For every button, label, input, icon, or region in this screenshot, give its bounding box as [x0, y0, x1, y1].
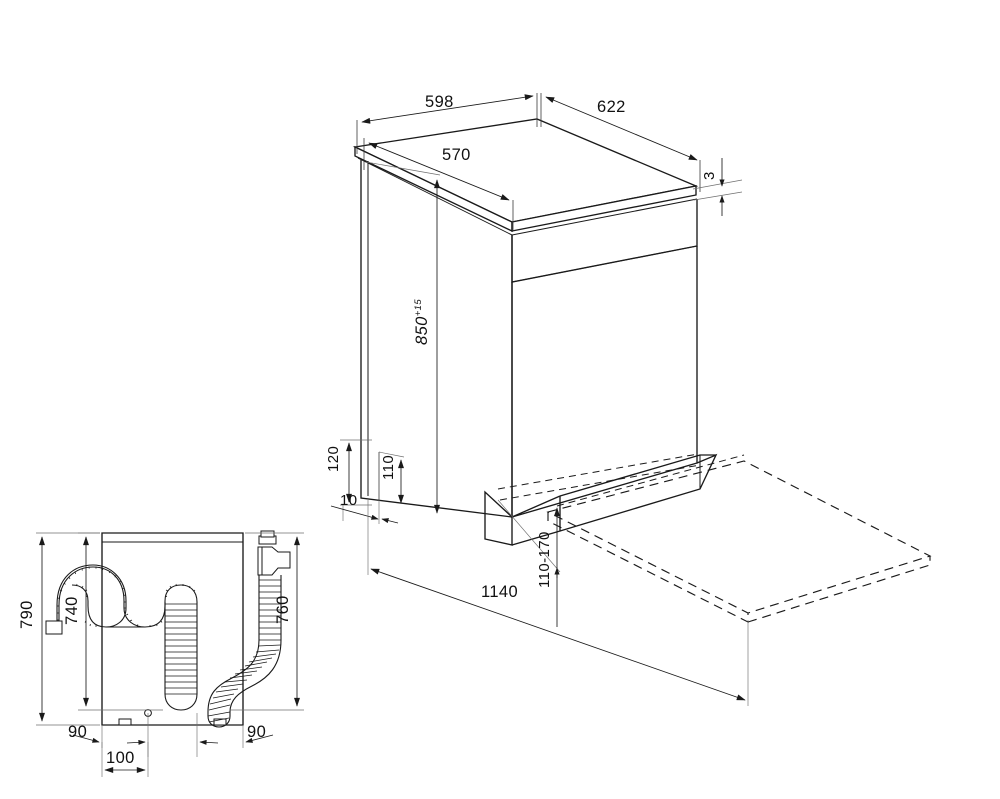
dim-label-598: 598: [425, 93, 454, 111]
dim-label-90-right: 90: [247, 723, 266, 741]
dim-label-1140: 1140: [481, 583, 518, 601]
dim-label-790: 790: [18, 600, 36, 629]
inlet-hose: [207, 530, 291, 728]
dim-110: 110: [378, 451, 405, 504]
isometric-main-view: 598 622 570 3: [325, 93, 932, 706]
valve-cap: [260, 530, 275, 538]
dim-100: 100: [101, 742, 149, 777]
dim-label-622: 622: [597, 98, 626, 116]
rear-feet: [118, 718, 227, 726]
dim-3: 3: [692, 158, 743, 216]
dim-label-10: 10: [340, 492, 358, 509]
cabinet-door-face: [511, 246, 698, 518]
dim-label-570: 570: [442, 146, 471, 164]
drain-hose-cuff: [45, 620, 63, 635]
dim-label-740: 740: [63, 596, 81, 625]
dim-740: 740: [63, 532, 163, 711]
dim-label-120: 120: [325, 446, 342, 472]
open-door-panel: [546, 454, 932, 623]
dim-760: 760: [230, 532, 304, 711]
dim-label-110: 110: [380, 455, 397, 480]
dim-598: 598: [356, 93, 538, 154]
dim-label-90-left: 90: [68, 723, 87, 741]
dim-10: 10: [330, 492, 399, 524]
dim-850: 850+15: [365, 161, 441, 514]
rear-elevation-view: 790 740 760 90: [18, 530, 304, 777]
drain-hose-tail-ribs: [165, 603, 197, 695]
dim-120: 120: [325, 439, 372, 506]
drain-hose: [45, 564, 198, 711]
inlet-hose-ribs: [207, 579, 281, 723]
drain-hose-ribs: [57, 566, 196, 627]
foot-left: [118, 718, 132, 726]
dim-1140: 1140: [367, 500, 749, 706]
aquastop-valve-body: [257, 546, 291, 576]
dim-label-3: 3: [701, 171, 718, 180]
dim-label-760: 760: [274, 595, 292, 624]
dim-label-850: 850+15: [413, 299, 431, 345]
foot-right: [213, 718, 227, 726]
dim-label-110-170: 110-170: [536, 531, 553, 588]
dim-622: 622: [540, 93, 701, 192]
plinth-kickplate: [484, 453, 718, 546]
dim-110-170: 110-170: [497, 499, 561, 627]
dim-label-100: 100: [106, 749, 135, 767]
dim-90-right: 90: [196, 713, 274, 757]
worktop: [352, 118, 699, 236]
dim-570: 570: [363, 138, 514, 231]
